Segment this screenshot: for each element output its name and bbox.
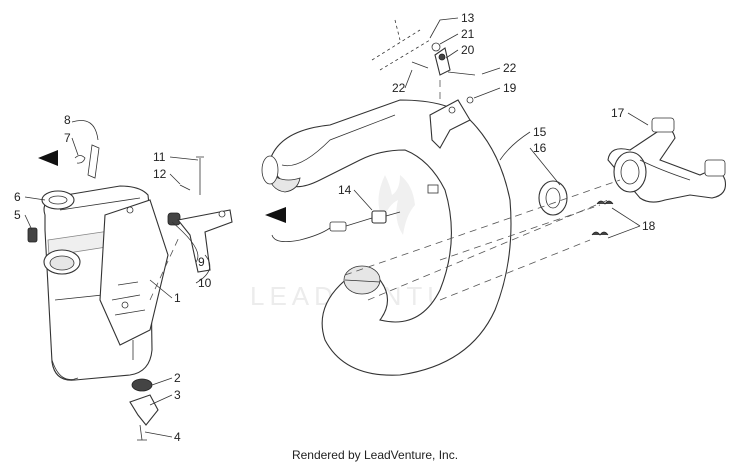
callout-19: 19 [503,81,517,95]
callout-20: 20 [461,43,475,57]
callout-8: 8 [64,113,71,127]
callout-10: 10 [198,276,212,290]
callout-21: 21 [461,27,475,41]
top-mount-hardware [371,19,476,104]
callout-13: 13 [461,11,475,25]
callout-11: 11 [153,150,166,164]
callout-3: 3 [174,388,181,402]
callout-16: 16 [533,141,547,155]
arrow-marker-center [265,207,286,223]
callout-15: 15 [533,125,547,139]
silencer-assembly [27,144,233,441]
callout-2: 2 [174,371,181,385]
spring-lower [591,231,609,236]
callout-numbers: 1 2 3 4 5 6 7 8 9 10 11 12 13 14 15 16 1… [14,11,656,444]
callout-12: 12 [153,167,167,181]
coupler-ring [538,180,568,216]
callout-18: 18 [642,219,656,233]
footer-credit: Rendered by LeadVenture, Inc. [291,448,459,462]
callout-1: 1 [174,291,181,305]
arrow-marker-left [38,150,58,166]
expansion-chamber [261,99,512,376]
callout-5: 5 [14,208,21,222]
callout-22-left: 22 [392,81,406,95]
callout-7: 7 [64,131,71,145]
callout-9: 9 [198,255,205,269]
callout-6: 6 [14,190,21,204]
leader-lines [24,17,649,438]
callout-14: 14 [338,183,352,197]
callout-22-right: 22 [503,61,517,75]
callout-4: 4 [174,430,181,444]
sensor-cable [271,210,401,243]
exhaust-manifold [607,117,727,203]
callout-17: 17 [611,106,625,120]
assembly-lines [149,80,621,301]
